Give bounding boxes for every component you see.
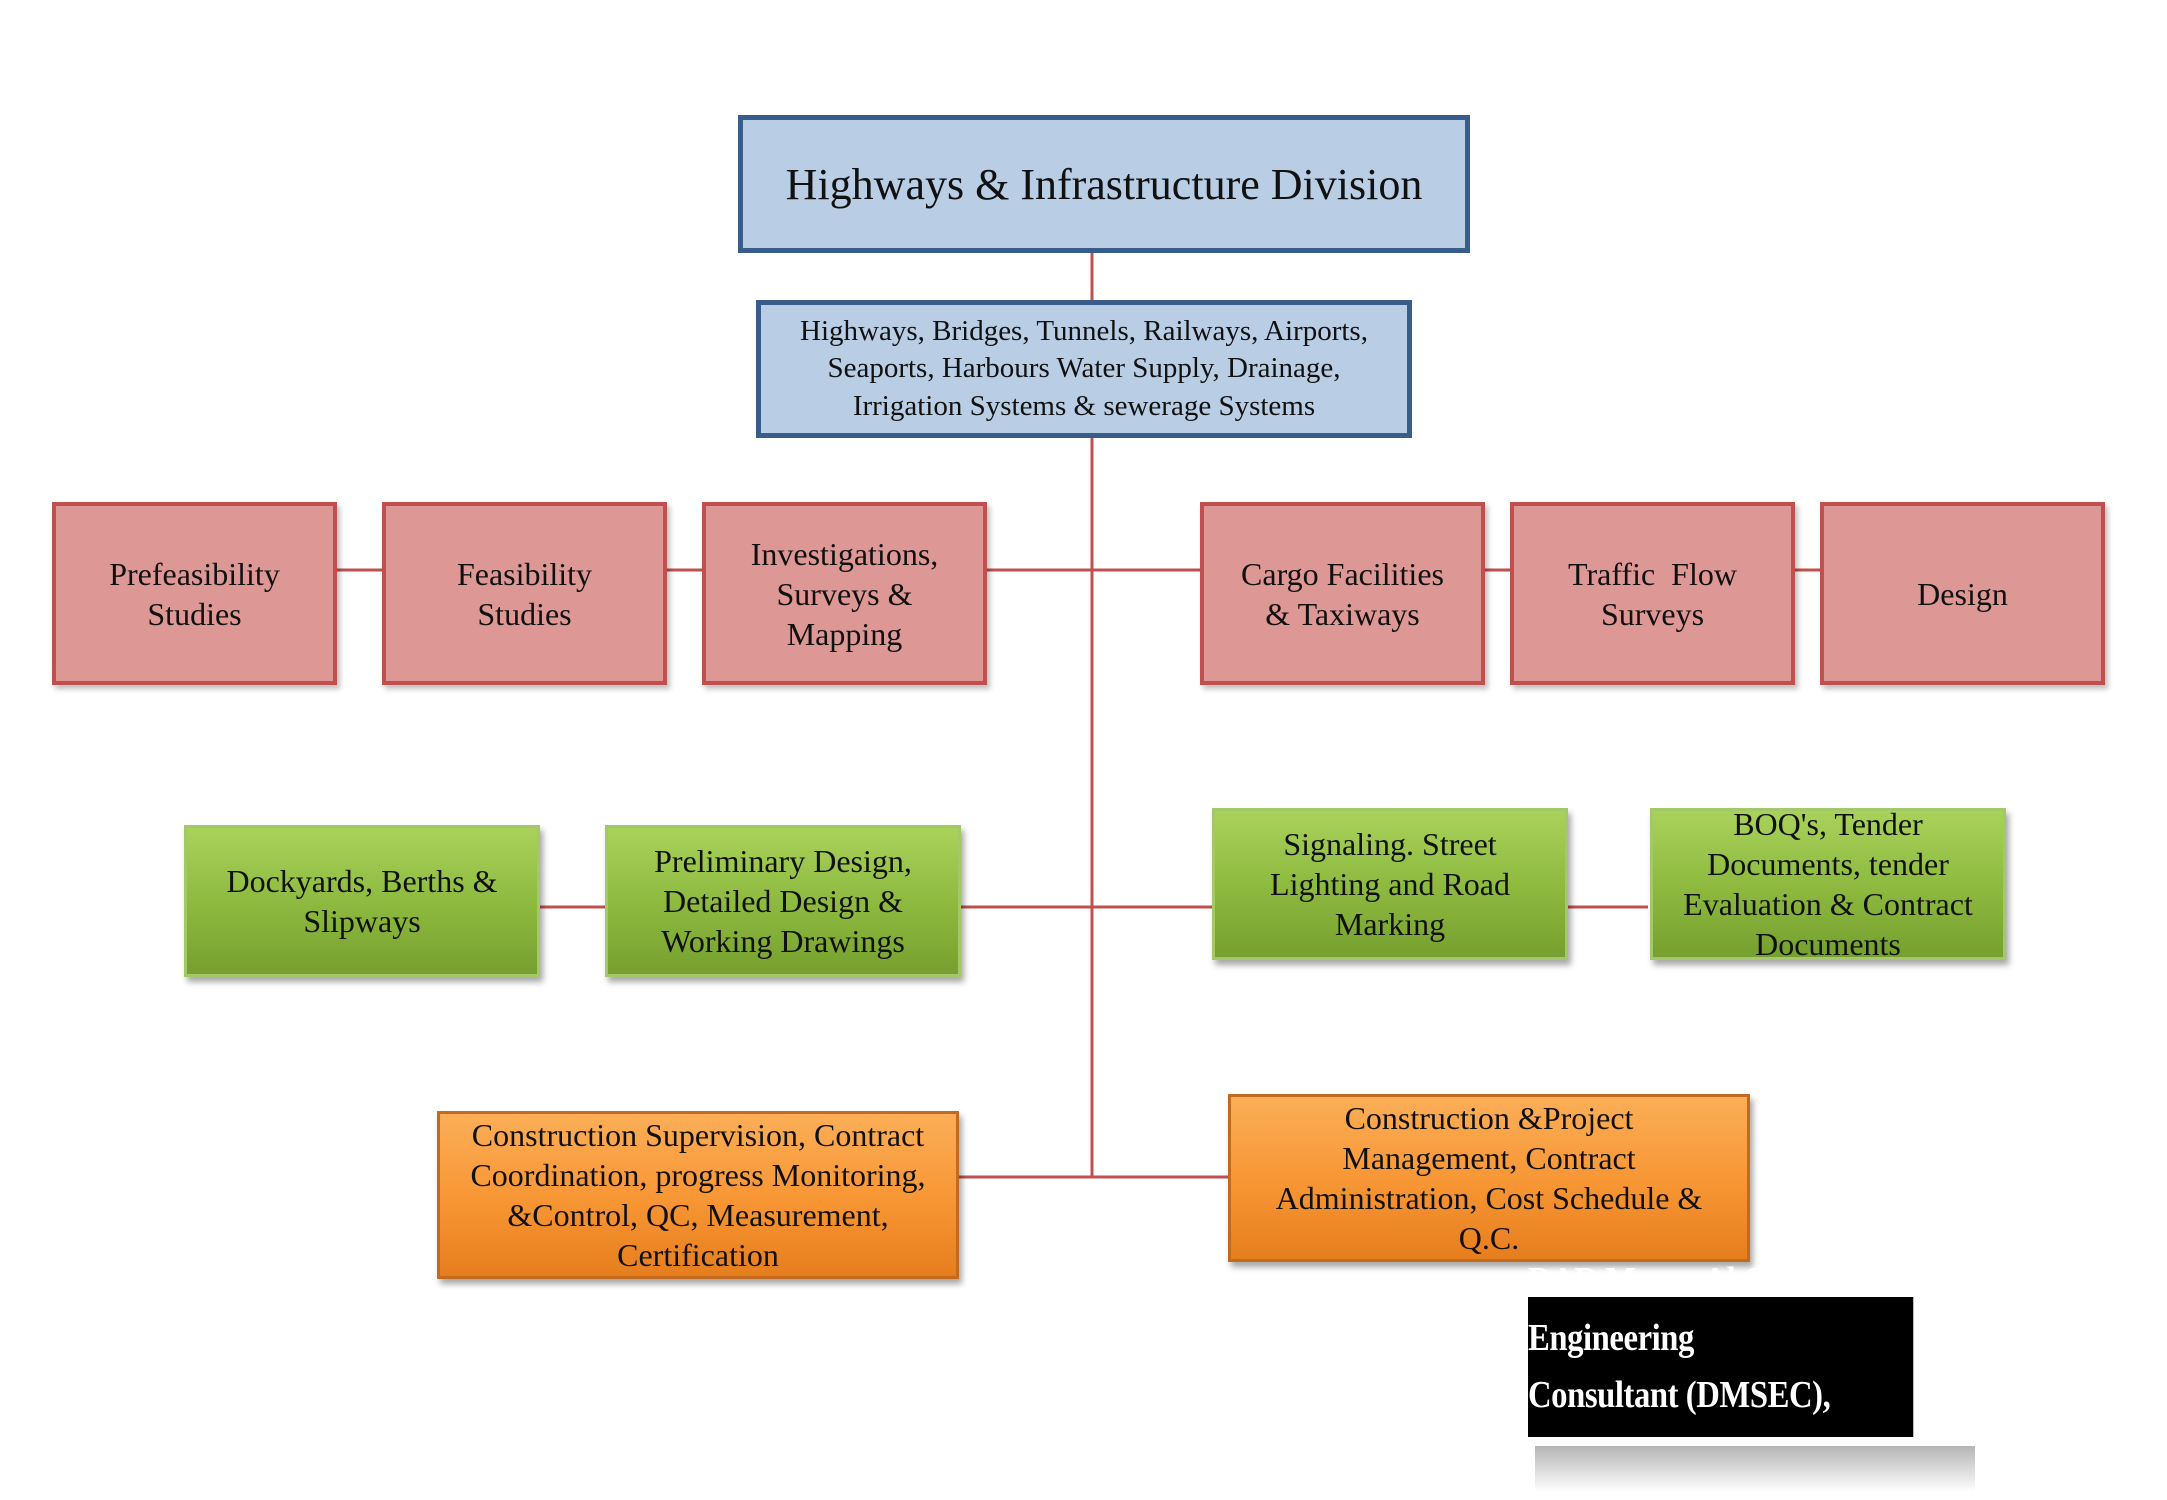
- box-line: &Control, QC, Measurement,: [507, 1197, 889, 1233]
- traffic-flow-surveys-box: Traffic Flow Surveys: [1510, 502, 1795, 685]
- construction-project-management-box: Construction &Project Management, Contra…: [1228, 1094, 1750, 1262]
- boq-tender-documents-box: BOQ's, Tender Documents, tender Evaluati…: [1650, 806, 2006, 962]
- box-line: Studies: [147, 595, 242, 632]
- box-line: Detailed Design &: [663, 883, 903, 919]
- box-line: Dockyards, Berths &: [226, 863, 498, 899]
- company-logo: DAR Mazen Al-Sane Engineering Consultant…: [1528, 1260, 1914, 1473]
- box-line: Lighting and Road: [1270, 866, 1510, 902]
- logo-reflection: [1535, 1446, 1975, 1492]
- scope-line: Irrigation Systems & sewerage Systems: [852, 389, 1316, 422]
- box-line: Construction &Project: [1344, 1100, 1634, 1136]
- box-line: BOQ's, Tender: [1733, 806, 1923, 842]
- box-line: Preliminary Design,: [654, 843, 912, 879]
- root-division-box: Highways & Infrastructure Division: [738, 115, 1470, 253]
- feasibility-studies-box: Feasibility Studies: [382, 502, 667, 685]
- scope-line: Highways, Bridges, Tunnels, Railways, Ai…: [800, 315, 1368, 348]
- company-name-line: DAR Mazen Al-Sane Engineering: [1528, 1260, 1812, 1359]
- box-line: Signaling. Street: [1283, 826, 1497, 862]
- box-line: Slipways: [303, 903, 421, 939]
- box-line: Evaluation & Contract: [1683, 886, 1973, 922]
- box-line: Construction Supervision, Contract: [471, 1117, 925, 1153]
- box-line: Traffic Flow: [1568, 555, 1737, 592]
- box-line: Q.C.: [1458, 1220, 1520, 1256]
- box-line: Prefeasibility: [109, 555, 280, 592]
- box-line: Feasibility: [456, 555, 593, 592]
- design-box: Design: [1820, 502, 2105, 685]
- cargo-facilities-box: Cargo Facilities & Taxiways: [1200, 502, 1485, 685]
- box-line: Documents, tender: [1707, 846, 1949, 882]
- box-line: Investigations,: [750, 535, 939, 572]
- box-line: Surveys: [1600, 595, 1705, 632]
- signaling-street-lighting-box: Signaling. Street Lighting and Road Mark…: [1212, 808, 1568, 960]
- box-line: Documents: [1755, 926, 1901, 962]
- investigations-surveys-mapping-box: Investigations, Surveys & Mapping: [702, 502, 987, 685]
- scope-box: Highways, Bridges, Tunnels, Railways, Ai…: [756, 300, 1412, 438]
- box-line: Mapping: [786, 615, 903, 652]
- scope-line: Seaports, Harbours Water Supply, Drainag…: [827, 352, 1341, 385]
- prefeasibility-studies-box: Prefeasibility Studies: [52, 502, 337, 685]
- box-line: & Taxiways: [1265, 595, 1420, 632]
- box-line: Marking: [1334, 906, 1446, 942]
- box-line: Administration, Cost Schedule &: [1275, 1180, 1703, 1216]
- box-line: Studies: [477, 595, 572, 632]
- box-line: Coordination, progress Monitoring,: [470, 1157, 926, 1193]
- preliminary-design-box: Preliminary Design, Detailed Design & Wo…: [605, 825, 961, 977]
- box-line: Design: [1917, 575, 2008, 612]
- box-line: Management, Contract: [1342, 1140, 1636, 1176]
- root-division-title: Highways & Infrastructure Division: [785, 159, 1423, 209]
- box-line: Cargo Facilities: [1241, 555, 1444, 592]
- dockyards-berths-box: Dockyards, Berths & Slipways: [184, 825, 540, 977]
- box-line: Surveys &: [776, 575, 913, 612]
- box-line: Certification: [617, 1237, 779, 1273]
- box-line: Working Drawings: [661, 923, 905, 959]
- construction-supervision-box: Construction Supervision, Contract Coord…: [437, 1111, 959, 1279]
